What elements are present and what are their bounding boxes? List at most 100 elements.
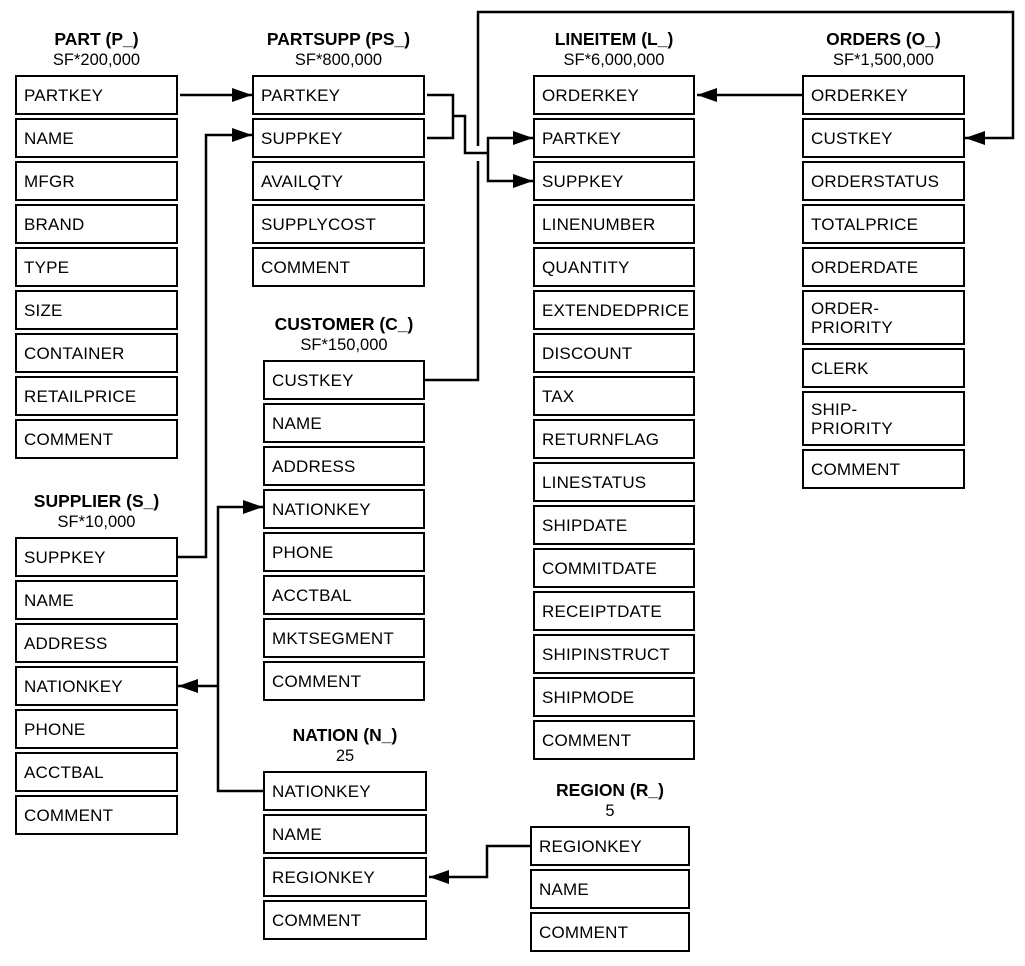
- table-row-orderkey: ORDERKEY: [533, 75, 695, 115]
- table-row-name: NAME: [263, 403, 425, 443]
- table-row-name: NAME: [530, 869, 690, 909]
- table-title: PARTSUPP (PS_): [266, 29, 411, 49]
- table-cardinality: SF*150,000: [300, 336, 388, 354]
- table-row-comment: COMMENT: [263, 661, 425, 701]
- table-row-suppkey: SUPPKEY: [15, 537, 178, 577]
- fk-region-to-nation-line: [429, 844, 530, 884]
- table-row-acctbal: ACCTBAL: [15, 752, 178, 792]
- table-row-orderkey: ORDERKEY: [802, 75, 965, 115]
- table-row-returnflag: RETURNFLAG: [533, 419, 695, 459]
- table-row-linenumber: LINENUMBER: [533, 204, 695, 244]
- table-row-ship-priority: SHIP- PRIORITY: [802, 391, 965, 446]
- table-row-suppkey: SUPPKEY: [252, 118, 425, 158]
- fk-partsupp-to-lineitem-trunk-line: [453, 114, 488, 155]
- table-row-nationkey: NATIONKEY: [263, 771, 427, 811]
- table-row-orderdate: ORDERDATE: [802, 247, 965, 287]
- table-row-nationkey: NATIONKEY: [15, 666, 178, 706]
- table-row-mktsegment: MKTSEGMENT: [263, 618, 425, 658]
- fk-partsupp-to-lineitem-partkey-line: [486, 131, 533, 153]
- table-row-discount: DISCOUNT: [533, 333, 695, 373]
- table-row-comment: COMMENT: [15, 419, 178, 459]
- table-row-acctbal: ACCTBAL: [263, 575, 425, 615]
- table-row-mfgr: MFGR: [15, 161, 178, 201]
- table-row-name: NAME: [263, 814, 427, 854]
- table-row-retailprice: RETAILPRICE: [15, 376, 178, 416]
- table-row-regionkey: REGIONKEY: [530, 826, 690, 866]
- fk-partsupp-bundle-line: [427, 93, 455, 140]
- fk-supplier-to-partsupp-line: [178, 128, 252, 559]
- table-cardinality: SF*200,000: [52, 51, 141, 69]
- table-cardinality: 25: [335, 747, 355, 765]
- table-row-comment: COMMENT: [263, 900, 427, 940]
- table-row-quantity: QUANTITY: [533, 247, 695, 287]
- table-row-name: NAME: [15, 118, 178, 158]
- table-row-suppkey: SUPPKEY: [533, 161, 695, 201]
- fk-partsupp-to-lineitem-suppkey-line: [486, 153, 533, 188]
- table-title: SUPPLIER (S_): [33, 491, 160, 511]
- table-row-comment: COMMENT: [15, 795, 178, 835]
- table-row-availqty: AVAILQTY: [252, 161, 425, 201]
- table-row-custkey: CUSTKEY: [802, 118, 965, 158]
- table-row-regionkey: REGIONKEY: [263, 857, 427, 897]
- table-row-comment: COMMENT: [802, 449, 965, 489]
- table-row-address: ADDRESS: [15, 623, 178, 663]
- table-cardinality: SF*10,000: [57, 513, 136, 531]
- table-title: PART (P_): [54, 29, 139, 49]
- fk-nation-to-customer-line: [216, 500, 263, 793]
- table-title: REGION (R_): [556, 780, 664, 800]
- table-row-order-priority: ORDER- PRIORITY: [802, 290, 965, 345]
- table-row-shipmode: SHIPMODE: [533, 677, 695, 717]
- table-row-address: ADDRESS: [263, 446, 425, 486]
- table-row-type: TYPE: [15, 247, 178, 287]
- table-row-extendedprice: EXTENDEDPRICE: [533, 290, 695, 330]
- table-row-receiptdate: RECEIPTDATE: [533, 591, 695, 631]
- table-row-shipinstruct: SHIPINSTRUCT: [533, 634, 695, 674]
- table-row-name: NAME: [15, 580, 178, 620]
- table-title: CUSTOMER (C_): [274, 314, 414, 334]
- table-row-totalprice: TOTALPRICE: [802, 204, 965, 244]
- table-row-partkey: PARTKEY: [15, 75, 178, 115]
- table-cardinality: SF*800,000: [294, 51, 383, 69]
- table-row-phone: PHONE: [263, 532, 425, 572]
- table-row-nationkey: NATIONKEY: [263, 489, 425, 529]
- table-row-orderstatus: ORDERSTATUS: [802, 161, 965, 201]
- table-cardinality: 5: [605, 802, 615, 820]
- table-row-clerk: CLERK: [802, 348, 965, 388]
- table-title: LINEITEM (L_): [554, 29, 674, 49]
- table-row-custkey: CUSTKEY: [263, 360, 425, 400]
- table-row-partkey: PARTKEY: [252, 75, 425, 115]
- table-row-supplycost: SUPPLYCOST: [252, 204, 425, 244]
- table-row-linestatus: LINESTATUS: [533, 462, 695, 502]
- table-row-shipdate: SHIPDATE: [533, 505, 695, 545]
- table-title: NATION (N_): [292, 725, 398, 745]
- table-row-tax: TAX: [533, 376, 695, 416]
- table-cardinality: SF*6,000,000: [563, 51, 665, 69]
- table-row-partkey: PARTKEY: [533, 118, 695, 158]
- table-row-phone: PHONE: [15, 709, 178, 749]
- fk-customer-to-orders-line-lower: [425, 161, 480, 382]
- table-row-container: CONTAINER: [15, 333, 178, 373]
- table-row-comment: COMMENT: [530, 912, 690, 952]
- table-row-comment: COMMENT: [533, 720, 695, 760]
- table-row-commitdate: COMMITDATE: [533, 548, 695, 588]
- table-row-brand: BRAND: [15, 204, 178, 244]
- table-row-size: SIZE: [15, 290, 178, 330]
- table-row-comment: COMMENT: [252, 247, 425, 287]
